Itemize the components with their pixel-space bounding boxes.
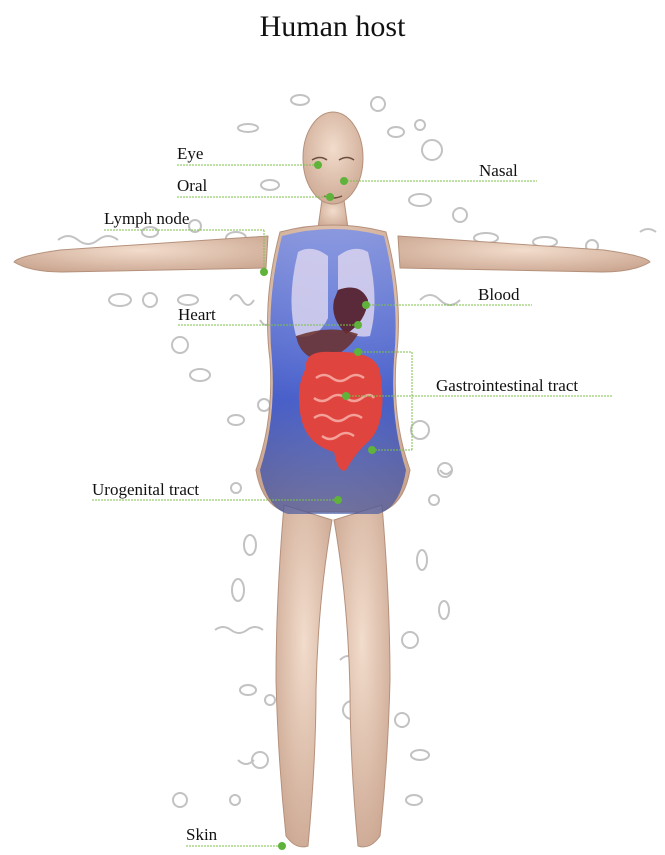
- label-lymph-node: Lymph node: [104, 210, 189, 227]
- label-skin: Skin: [186, 826, 217, 843]
- label-oral: Oral: [177, 177, 207, 194]
- label-gastrointestinal-tract: Gastrointestinal tract: [436, 377, 578, 394]
- label-blood: Blood: [478, 286, 520, 303]
- label-heart: Heart: [178, 306, 216, 323]
- label-nasal: Nasal: [479, 162, 518, 179]
- label-urogenital-tract: Urogenital tract: [92, 481, 199, 498]
- label-eye: Eye: [177, 145, 203, 162]
